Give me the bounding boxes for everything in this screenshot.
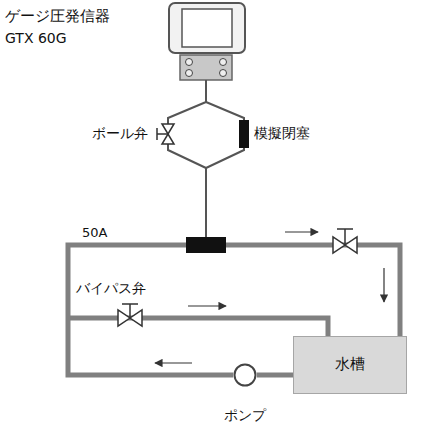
valve-handle — [337, 229, 353, 245]
bypass-pipe — [68, 318, 328, 336]
tap-block — [186, 237, 226, 253]
pump-outline — [233, 363, 257, 387]
flow-arrow — [155, 362, 192, 363]
flow-arrow — [383, 268, 384, 302]
valve-handle — [122, 304, 138, 318]
bolt — [220, 59, 227, 66]
tank-label: 水槽 — [335, 356, 365, 373]
bolt — [186, 70, 193, 77]
flow-arrow — [188, 305, 226, 306]
transmitter-head: ゲージ圧発信器GTX 60G — [168, 2, 246, 54]
transmitter-housing — [168, 2, 246, 54]
impulse-line — [168, 80, 206, 237]
pump-symbol: ポンプ — [233, 363, 257, 387]
blockage-label: 模擬閉塞 — [254, 125, 310, 141]
model-number: GTX 60G — [5, 30, 67, 46]
bolt — [220, 70, 227, 77]
device-title: ゲージ圧発信器 — [5, 8, 110, 25]
blockage-block — [239, 120, 249, 148]
valve-label: バイパス弁 — [76, 280, 146, 296]
water-tank: 水槽 — [293, 336, 407, 394]
housing-outline — [169, 3, 245, 53]
valve-handle — [157, 128, 168, 140]
flow-arrow — [285, 231, 318, 232]
pump-label: ポンプ — [224, 407, 266, 423]
main-pipe — [68, 245, 400, 375]
bolt — [186, 59, 193, 66]
pipe-connector — [257, 373, 293, 378]
display-window — [182, 9, 232, 47]
mount-block — [180, 55, 232, 80]
impulse-line — [206, 102, 244, 168]
valve-label: ボール弁 — [92, 125, 148, 141]
pipe-size-label: 50A — [82, 226, 107, 241]
pump-circle — [235, 365, 256, 386]
